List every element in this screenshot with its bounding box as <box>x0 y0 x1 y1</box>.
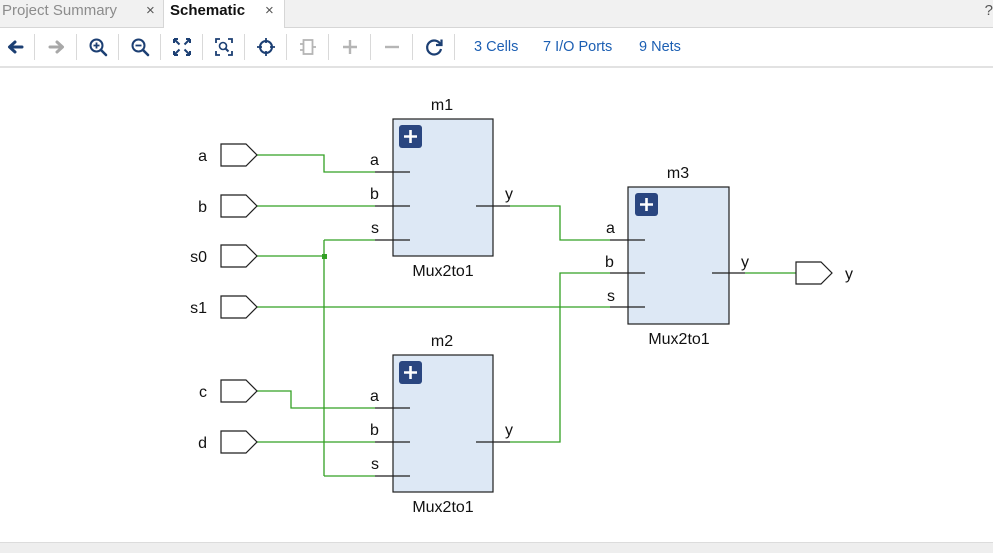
net-junction-dot <box>322 254 327 259</box>
net-s0-branches[interactable] <box>323 239 375 477</box>
cell-m3-instance-label: m3 <box>667 165 689 182</box>
input-port-s1-label: s1 <box>190 300 207 317</box>
input-port-a[interactable] <box>220 143 258 167</box>
toolbar-separator <box>76 34 77 60</box>
input-port-a-label: a <box>198 148 207 165</box>
refresh-icon[interactable] <box>423 36 445 58</box>
cells-count-link[interactable]: 3 Cells <box>474 39 519 55</box>
schematic-diagram[interactable]: a b s0 s1 c d y m1 Mux2to1 a b s y <box>0 68 993 542</box>
input-port-b[interactable] <box>220 194 258 218</box>
net-m1-y[interactable] <box>510 205 610 241</box>
toolbar-separator <box>34 34 35 60</box>
tab-bar: Project Summary × Schematic × ? <box>0 0 993 28</box>
toolbar-separator <box>244 34 245 60</box>
toolbar-separator <box>412 34 413 60</box>
cell-m3[interactable]: m3 Mux2to1 a b s y <box>605 165 749 348</box>
net-a[interactable] <box>257 154 375 173</box>
zoom-out-icon[interactable] <box>129 36 151 58</box>
input-port-d-label: d <box>198 435 207 452</box>
net-m2-y[interactable] <box>510 272 610 443</box>
cell-m2-expand-icon[interactable] <box>399 361 422 384</box>
cell-m1-pin-y: y <box>505 186 513 203</box>
toolbar-separator <box>118 34 119 60</box>
output-port-y[interactable] <box>795 261 833 285</box>
toolbar-separator <box>328 34 329 60</box>
cell-m3-type-label: Mux2to1 <box>648 331 709 348</box>
cell-m1-pin-s: s <box>371 220 379 237</box>
cell-m1-pin-b: b <box>370 186 379 203</box>
cell-m2-instance-label: m2 <box>431 333 453 350</box>
cell-m3-pin-b: b <box>605 254 614 271</box>
cell-m3-pin-s: s <box>607 288 615 305</box>
zoom-in-icon[interactable] <box>87 36 109 58</box>
tab-schematic[interactable]: Schematic × <box>163 0 285 28</box>
cell-m1-type-label: Mux2to1 <box>412 263 473 280</box>
arrow-forward-icon[interactable] <box>46 36 68 58</box>
input-port-s0[interactable] <box>220 244 258 268</box>
nets-count-link[interactable]: 9 Nets <box>639 39 681 55</box>
cell-m3-expand-icon[interactable] <box>635 193 658 216</box>
input-port-s1[interactable] <box>220 295 258 319</box>
zoom-fit-icon[interactable] <box>171 36 193 58</box>
toolbar-separator <box>370 34 371 60</box>
cell-m2-pin-b: b <box>370 422 379 439</box>
cell-m1-expand-icon[interactable] <box>399 125 422 148</box>
tab-project-summary[interactable]: Project Summary × <box>0 0 162 27</box>
tab-project-summary-label: Project Summary <box>2 2 118 19</box>
io-ports-count-link[interactable]: 7 I/O Ports <box>543 39 613 55</box>
cell-m3-pin-y: y <box>741 254 749 271</box>
toolbar-separator <box>160 34 161 60</box>
tab-project-summary-close-icon[interactable]: × <box>146 2 155 19</box>
cell-m3-pin-a: a <box>606 220 615 237</box>
cell-m2-pin-a: a <box>370 388 379 405</box>
cell-m1[interactable]: m1 Mux2to1 a b s y <box>370 97 513 280</box>
tab-schematic-close-icon[interactable]: × <box>265 2 274 19</box>
input-port-c-label: c <box>199 384 207 401</box>
cell-m2-pin-s: s <box>371 456 379 473</box>
schematic-toolbar: 3 Cells 7 I/O Ports 9 Nets <box>0 28 993 68</box>
module-icon <box>297 36 319 58</box>
cell-m2[interactable]: m2 Mux2to1 a b s y <box>370 333 513 516</box>
toolbar-separator <box>202 34 203 60</box>
arrow-back-icon[interactable] <box>4 36 26 58</box>
toolbar-separator <box>286 34 287 60</box>
bottom-scroll-bar[interactable] <box>0 542 993 553</box>
input-port-c[interactable] <box>220 379 258 403</box>
toolbar-separator <box>454 34 455 60</box>
expand-plus-icon <box>339 36 361 58</box>
schematic-canvas[interactable]: a b s0 s1 c d y m1 Mux2to1 a b s y <box>0 68 993 542</box>
cell-m2-pin-y: y <box>505 422 513 439</box>
output-port-y-label: y <box>845 266 853 283</box>
zoom-area-icon[interactable] <box>213 36 235 58</box>
input-port-d[interactable] <box>220 430 258 454</box>
net-c[interactable] <box>257 390 375 409</box>
cell-m1-pin-a: a <box>370 152 379 169</box>
tab-schematic-label: Schematic <box>170 2 246 19</box>
cell-m1-instance-label: m1 <box>431 97 453 114</box>
cell-m2-type-label: Mux2to1 <box>412 499 473 516</box>
select-crosshair-icon[interactable] <box>255 36 277 58</box>
help-icon[interactable]: ? <box>984 2 993 19</box>
collapse-minus-icon <box>381 36 403 58</box>
input-port-s0-label: s0 <box>190 249 207 266</box>
input-port-b-label: b <box>198 199 207 216</box>
